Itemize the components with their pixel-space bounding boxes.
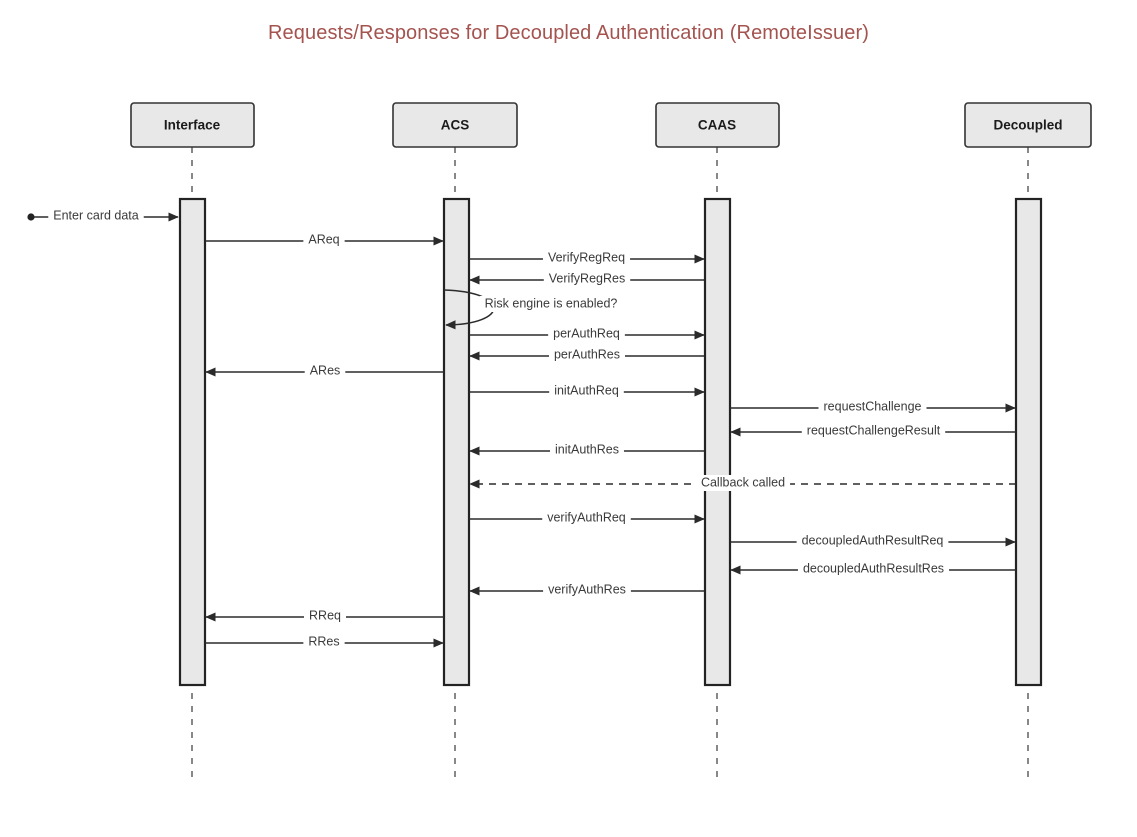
message-callback[interactable]: Callback called [469,475,1016,491]
message-label-verifyregreq-backdrop [542,250,631,266]
activation-bar-acs [442,197,471,687]
message-verifyregreq[interactable]: VerifyRegReq [469,250,705,266]
message-verifyauthreq[interactable]: verifyAuthReq [469,510,705,526]
message-label-perauthreq-backdrop [548,326,625,342]
message-label-verifyauthres: verifyAuthRes [548,582,626,596]
message-requestchallengeresult[interactable]: requestChallengeResult [730,423,1016,439]
message-label-initauthres: initAuthRes [555,442,619,456]
actor-interface[interactable]: Interface [130,102,255,148]
message-decoupledauthresultres[interactable]: decoupledAuthResultRes [730,561,1016,577]
message-label-ares: ARes [310,363,341,377]
message-label-verifyregreq: VerifyRegReq [548,250,625,264]
message-label-verifyregres: VerifyRegRes [549,271,625,285]
actor-acs[interactable]: ACS [392,102,518,148]
message-label-ares-backdrop [304,363,346,379]
activation-bar-decoupled [1014,197,1043,687]
actor-label-decoupled: Decoupled [993,118,1062,133]
message-rreq[interactable]: RReq [205,608,444,624]
message-label-verifyauthres-backdrop [543,582,631,598]
message-label-initauthreq: initAuthReq [554,383,619,397]
activation-bars-group [178,197,1043,687]
actor-decoupled[interactable]: Decoupled [964,102,1092,148]
message-label-requestchallengeresult-backdrop [801,423,946,439]
start-message-label-backdrop [48,208,144,224]
message-risk-engine[interactable]: Risk engine is enabled? [443,289,623,330]
message-areq[interactable]: AReq [205,232,444,248]
actor-boxes-group: Interface ACS CAAS Decoupled [130,102,1092,148]
activation-bar-caas [703,197,732,687]
message-label-rres-backdrop [303,634,345,650]
message-label-decoupledauthresultres: decoupledAuthResultRes [803,561,944,575]
message-label-risk-engine-backdrop [479,296,623,312]
message-label-requestchallengeresult: requestChallengeResult [807,423,941,437]
message-perauthres[interactable]: perAuthRes [469,347,704,363]
message-label-decoupledauthresultreq-backdrop [796,533,949,549]
message-initauthres[interactable]: initAuthRes [469,442,704,458]
message-perauthreq[interactable]: perAuthReq [469,326,705,342]
message-label-rreq-backdrop [304,608,346,624]
actor-box-interface [130,102,255,148]
message-label-initauthreq-backdrop [549,383,624,399]
message-label-decoupledauthresultreq: decoupledAuthResultReq [802,533,944,547]
message-label-requestchallenge-backdrop [818,399,927,415]
message-label-decoupledauthresultres-backdrop [797,561,950,577]
message-rres[interactable]: RRes [205,634,444,650]
actor-caas[interactable]: CAAS [655,102,780,148]
message-label-rreq: RReq [309,608,341,622]
message-label-areq-backdrop [303,232,345,248]
message-label-rres: RRes [308,634,339,648]
message-label-verifyregres-backdrop [543,271,631,287]
message-label-callback: Callback called [701,475,785,489]
actor-label-caas: CAAS [698,118,736,133]
actor-box-caas [655,102,780,148]
start-message-label: Enter card data [53,208,139,222]
message-label-requestchallenge: requestChallenge [824,399,922,413]
actor-box-acs [392,102,518,148]
page-title: Requests/Responses for Decoupled Authent… [268,22,869,44]
message-label-callback-backdrop [695,475,791,491]
message-label-perauthres: perAuthRes [554,347,620,361]
message-label-verifyauthreq: verifyAuthReq [547,510,626,524]
message-verifyauthres[interactable]: verifyAuthRes [469,582,704,598]
message-decoupledauthresultreq[interactable]: decoupledAuthResultReq [730,533,1016,549]
actor-label-acs: ACS [441,118,470,133]
actor-label-interface: Interface [164,118,221,133]
actor-box-decoupled [964,102,1092,148]
message-label-perauthreq: perAuthReq [553,326,620,340]
message-requestchallenge[interactable]: requestChallenge [730,399,1016,415]
message-label-areq: AReq [308,232,339,246]
message-ares[interactable]: ARes [205,363,444,379]
activation-bar-interface [178,197,207,687]
message-label-risk-engine: Risk engine is enabled? [485,296,618,310]
message-verifyregres[interactable]: VerifyRegRes [469,271,704,287]
message-label-perauthres-backdrop [548,347,626,363]
message-initauthreq[interactable]: initAuthReq [469,383,705,399]
message-label-initauthres-backdrop [550,442,624,458]
start-dot-icon [27,213,35,221]
start-marker-group: Enter card data [27,208,179,224]
message-label-verifyauthreq-backdrop [542,510,631,526]
